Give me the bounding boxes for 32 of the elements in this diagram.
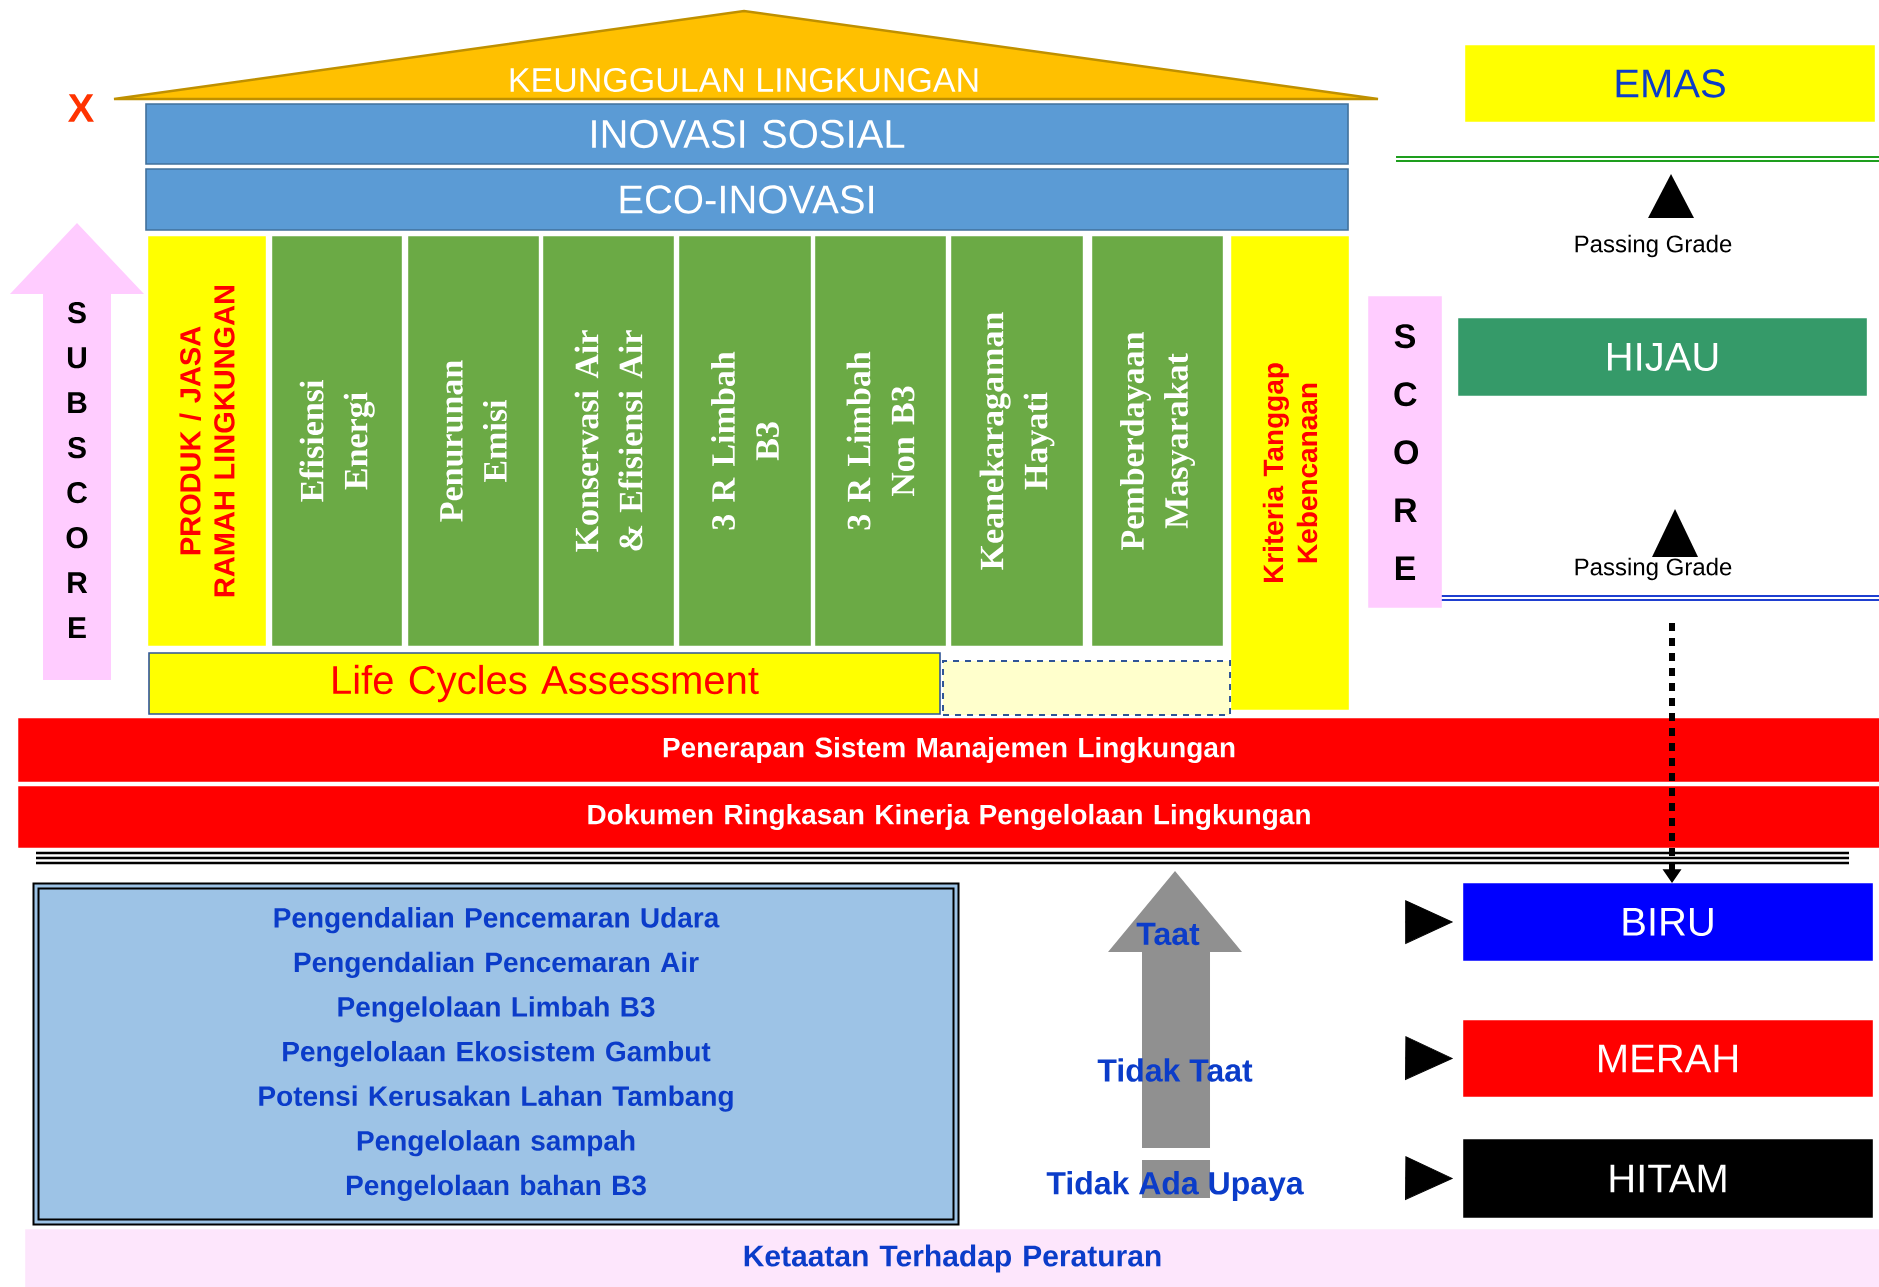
roof-triangle: KEUNGGULAN LINGKUNGAN bbox=[112, 9, 1380, 101]
list-box: Pengendalian Pencemaran Udara Pengendalian Pencemaran Air Pengelolaan Limbah B3 Pengelolaan Ekosistem Gambut Potensi Kerusakan Lahan Tambang Pengelolaan sampah Pengelolaan bahan B3 bbox=[32, 882, 960, 1226]
arrow bbox=[1404, 1036, 1453, 1080]
arrow bbox=[1404, 900, 1453, 944]
pillar: Penurunan Emisi bbox=[408, 236, 539, 646]
level-box: EMAS bbox=[1465, 45, 1875, 122]
band: Penerapan Sistem Manajemen Lingkungan bbox=[18, 718, 1879, 782]
pillar: Efisiensi Energi bbox=[272, 236, 402, 646]
level-label: Taat bbox=[1136, 922, 1200, 946]
band: INOVASI SOSIAL bbox=[145, 103, 1349, 165]
pillar: Konservasi Air & Efisiensi Air bbox=[543, 236, 674, 646]
band: Dokumen Ringkasan Kinerja Pengelolaan Lingkungan bbox=[18, 786, 1879, 848]
level-label: Tidak Taat bbox=[1097, 1058, 1253, 1082]
threshold-label: Passing Grade bbox=[1575, 234, 1732, 258]
band: Life Cycles Assessment bbox=[148, 652, 941, 715]
dashed-box bbox=[942, 660, 1231, 716]
axis-label: X bbox=[68, 94, 94, 122]
pillar: Keanekaragaman Hayati bbox=[951, 236, 1083, 646]
pillar: 3 R Limbah B3 bbox=[679, 236, 811, 646]
level-box: BIRU bbox=[1463, 883, 1873, 961]
threshold-label: Passing Grade bbox=[1575, 557, 1732, 581]
level-box: HIJAU bbox=[1458, 318, 1867, 396]
pillar: Pemberdayaan Masyarakat bbox=[1092, 236, 1223, 646]
pillar: 3 R Limbah Non B3 bbox=[815, 236, 946, 646]
level-box: MERAH bbox=[1463, 1020, 1873, 1097]
score-box: S C O R E bbox=[1368, 296, 1442, 608]
band: ECO-INOVASI bbox=[145, 168, 1349, 231]
arrow bbox=[1404, 1156, 1453, 1200]
band: Ketaatan Terhadap Peraturan bbox=[25, 1229, 1879, 1287]
pillar: Kriteria Tanggap Kebencanaan bbox=[1231, 236, 1349, 710]
pillar: PRODUK / JASA RAMAH LINGKUNGAN bbox=[148, 236, 266, 646]
level-box: HITAM bbox=[1463, 1139, 1873, 1218]
